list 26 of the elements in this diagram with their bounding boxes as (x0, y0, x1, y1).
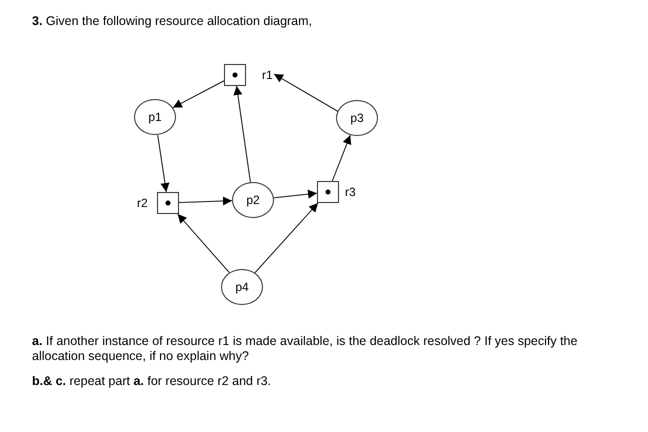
arrow (233, 86, 251, 183)
process-circle (221, 269, 263, 305)
process-label: p3 (350, 111, 364, 125)
process-label: p1 (148, 110, 162, 124)
resource-box (317, 181, 339, 203)
arrow (332, 134, 352, 182)
question-text: a. If another instance of resource r1 is made available, is the deadlock resolved ? If yes specify the allocation sequence, if no explain why? (32, 334, 578, 364)
question-heading: 3. Given the following resource allocation diagram, (32, 14, 312, 29)
process-label: p4 (235, 280, 249, 294)
resource-box (224, 64, 246, 86)
resource-label: r2 (137, 196, 148, 210)
arrow (178, 196, 232, 206)
arrow (273, 190, 318, 199)
resource-box (157, 192, 179, 214)
resource-label: r1 (262, 68, 273, 82)
arrow (254, 202, 318, 274)
arrow (157, 134, 170, 192)
question-text: b.& c. repeat part a. for resource r2 and r3. (32, 374, 272, 389)
process-circle (232, 182, 274, 218)
arrow (274, 74, 338, 112)
resource-label: r3 (345, 185, 356, 199)
arrow (172, 80, 224, 108)
process-circle (134, 99, 176, 135)
arrow (177, 214, 230, 274)
process-label: p2 (246, 193, 260, 207)
process-circle (336, 100, 378, 136)
